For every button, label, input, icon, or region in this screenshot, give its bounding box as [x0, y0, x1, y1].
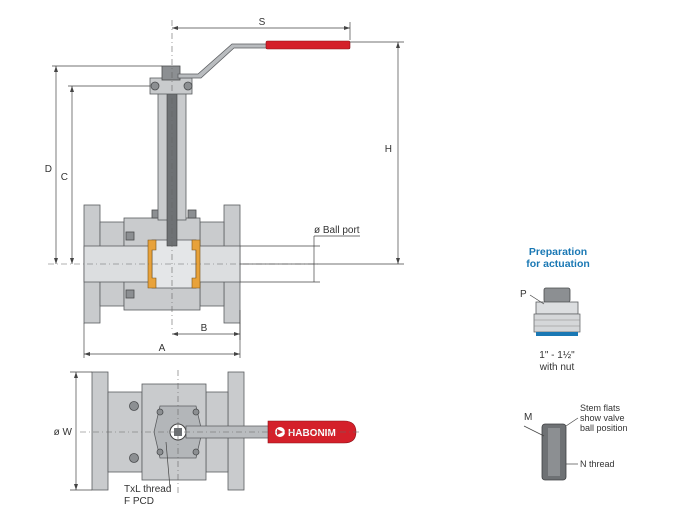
h-label: H	[385, 144, 392, 155]
plan-bolt-2	[129, 453, 139, 463]
stem-nut	[161, 65, 181, 81]
stem-flats-leader	[565, 417, 579, 427]
d-dim-arrow-top	[54, 66, 58, 72]
n-thread-label: N thread	[580, 459, 615, 469]
prep-spring-stack	[533, 313, 581, 333]
stem-nut-right-bolt	[183, 81, 193, 91]
actuation-prep-detail: Preparation for actuation P 1" - 1½" wit…	[520, 246, 590, 373]
txl-label: TxL thread	[124, 484, 171, 495]
h-dim-arrow-top	[396, 42, 400, 48]
p-label: P	[520, 289, 527, 300]
m-label: M	[524, 412, 532, 423]
valve-plan-view: HABONIM ø W TxL thread F PCD	[54, 370, 360, 507]
prep-nut	[543, 287, 571, 303]
c-label: C	[61, 172, 68, 183]
handle-grip	[265, 40, 351, 50]
fpcd-label: F PCD	[124, 496, 154, 507]
plan-left-flange	[91, 371, 109, 491]
plan-bolt-6	[192, 448, 200, 456]
b-dim-arrow-right	[234, 332, 240, 336]
c-dim-arrow-bottom	[70, 258, 74, 264]
a-dim-arrow-left	[84, 352, 90, 356]
body-bolt-bottom-left	[125, 289, 135, 299]
handle-lever	[177, 43, 269, 79]
a-dim-arrow-right	[234, 352, 240, 356]
w-dim-arrow-bottom	[74, 484, 78, 490]
p-leader	[529, 294, 545, 305]
body-bolt-top-left	[125, 231, 135, 241]
stem-flats-label1: Stem flats	[580, 403, 621, 413]
w-label: ø W	[54, 427, 73, 438]
stem-flats-label2: show valve	[580, 413, 625, 423]
prep-title-line2: for actuation	[526, 258, 590, 270]
stem-nut-left-bolt	[150, 81, 160, 91]
stem-flats-label3: ball position	[580, 423, 628, 433]
size-range-label: 1" - 1½"	[539, 350, 575, 361]
b-label: B	[201, 323, 208, 334]
txl-leader	[165, 441, 171, 489]
stem-flats-face	[548, 428, 560, 476]
d-dim-arrow-bottom	[54, 258, 58, 264]
s-label: S	[259, 17, 266, 28]
brand-label: HABONIM	[288, 428, 336, 439]
a-label: A	[159, 343, 166, 354]
prep-title-line1: Preparation	[529, 246, 587, 258]
plan-bolt-3	[156, 408, 164, 416]
plan-bolt-5	[156, 448, 164, 456]
m-leader	[523, 425, 545, 437]
ball-port-label: ø Ball port	[314, 225, 360, 236]
prep-gland	[535, 301, 579, 315]
c-dim-arrow-top	[70, 86, 74, 92]
plan-bolt-4	[192, 408, 200, 416]
b-dim-arrow-left	[172, 332, 178, 336]
body-bolt-top-right	[187, 209, 197, 219]
plan-bolt-1	[129, 401, 139, 411]
s-dim-arrow-right	[344, 26, 350, 30]
valve-elevation-view: S H D C ø Ball port B	[45, 17, 404, 358]
with-nut-label: with nut	[539, 362, 575, 373]
stem-flats-detail: M Stem flats show valve ball position N …	[523, 403, 628, 481]
w-dim-arrow-top	[74, 372, 78, 378]
d-label: D	[45, 164, 52, 175]
h-dim-arrow-bottom	[396, 258, 400, 264]
s-dim-arrow-left	[172, 26, 178, 30]
prep-seal-ring	[536, 332, 578, 336]
